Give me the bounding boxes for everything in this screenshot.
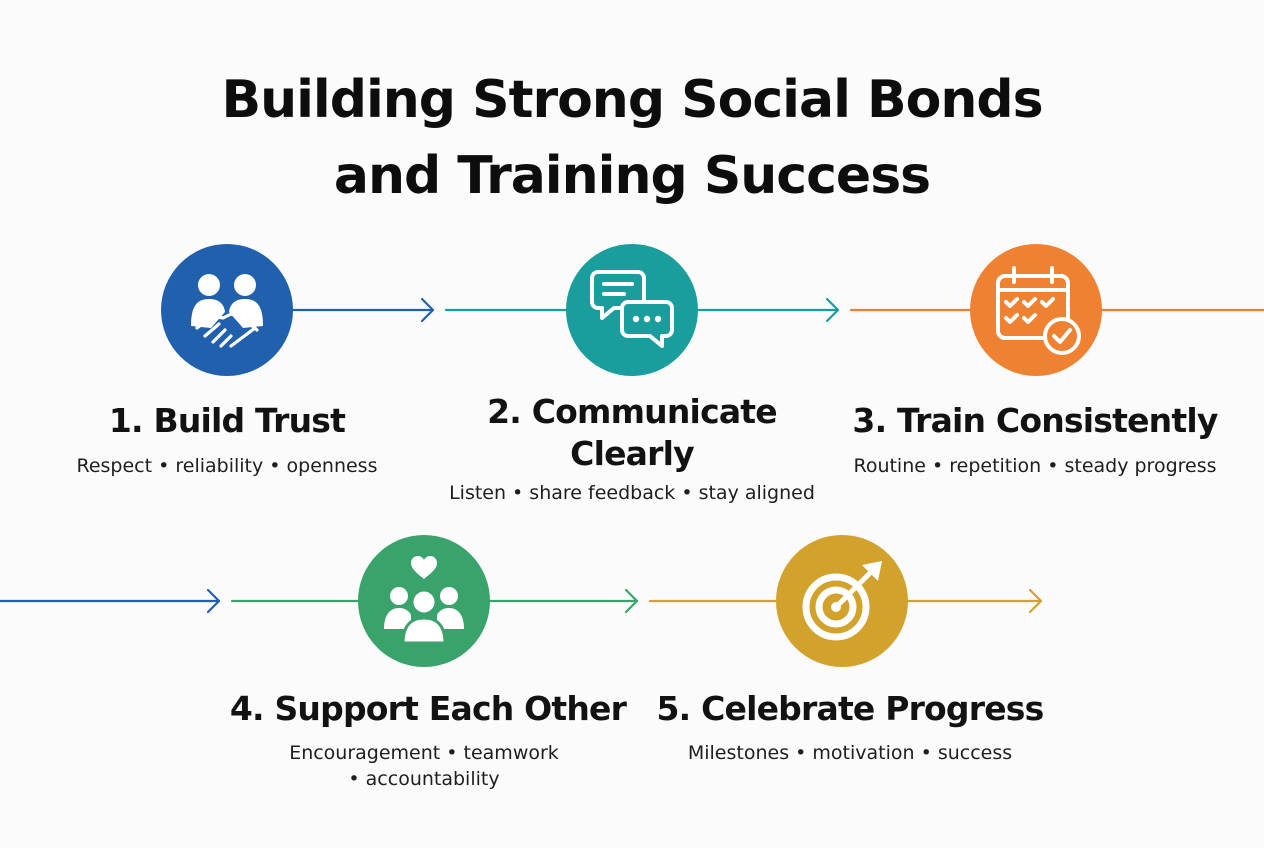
step-2-title: 2. Communicate Clearly <box>452 391 812 475</box>
step-4-description: Encouragement • teamwork • accountabilit… <box>244 740 604 792</box>
step-3-title: 3. Train Consistently <box>852 401 1218 440</box>
step-4-icon-circle <box>358 535 490 667</box>
step-2-icon-circle <box>566 244 698 376</box>
step-1-description: Respect • reliability • openness <box>76 455 378 477</box>
connector-arrowhead-4 <box>206 588 221 614</box>
connector-arrowhead-6 <box>1028 588 1043 614</box>
target-arrow-icon <box>776 535 908 667</box>
step-3-description: Routine • repetition • steady progress <box>853 455 1217 477</box>
step-4-description-line-1: Encouragement • teamwork <box>289 742 559 764</box>
connector-arrowhead-1 <box>420 297 435 323</box>
step-4-title: 4. Support Each Other <box>229 689 627 728</box>
group-heart-icon <box>358 535 490 667</box>
step-2-description: Listen • share feedback • stay aligned <box>449 482 815 504</box>
page-title-line-1: Building Strong Social Bonds <box>221 70 1043 130</box>
step-1-icon-circle <box>161 244 293 376</box>
step-4-description-line-2: • accountability <box>348 768 500 790</box>
step-1-title: 1. Build Trust <box>108 401 346 440</box>
page-title: Building Strong Social Bonds and Trainin… <box>0 62 1264 214</box>
step-2-title-line-2: Clearly <box>570 434 694 473</box>
chat-bubbles-icon <box>566 244 698 376</box>
step-2-title-line-1: 2. Communicate <box>487 392 778 431</box>
handshake-icon <box>161 244 293 376</box>
connector-arrowhead-5 <box>624 588 639 614</box>
step-5-icon-circle <box>776 535 908 667</box>
step-5-title: 5. Celebrate Progress <box>656 689 1045 728</box>
calendar-check-icon <box>970 244 1102 376</box>
step-5-description: Milestones • motivation • success <box>687 742 1013 764</box>
step-3-icon-circle <box>970 244 1102 376</box>
page-title-line-2: and Training Success <box>333 146 931 206</box>
connector-arrowhead-2 <box>825 297 840 323</box>
